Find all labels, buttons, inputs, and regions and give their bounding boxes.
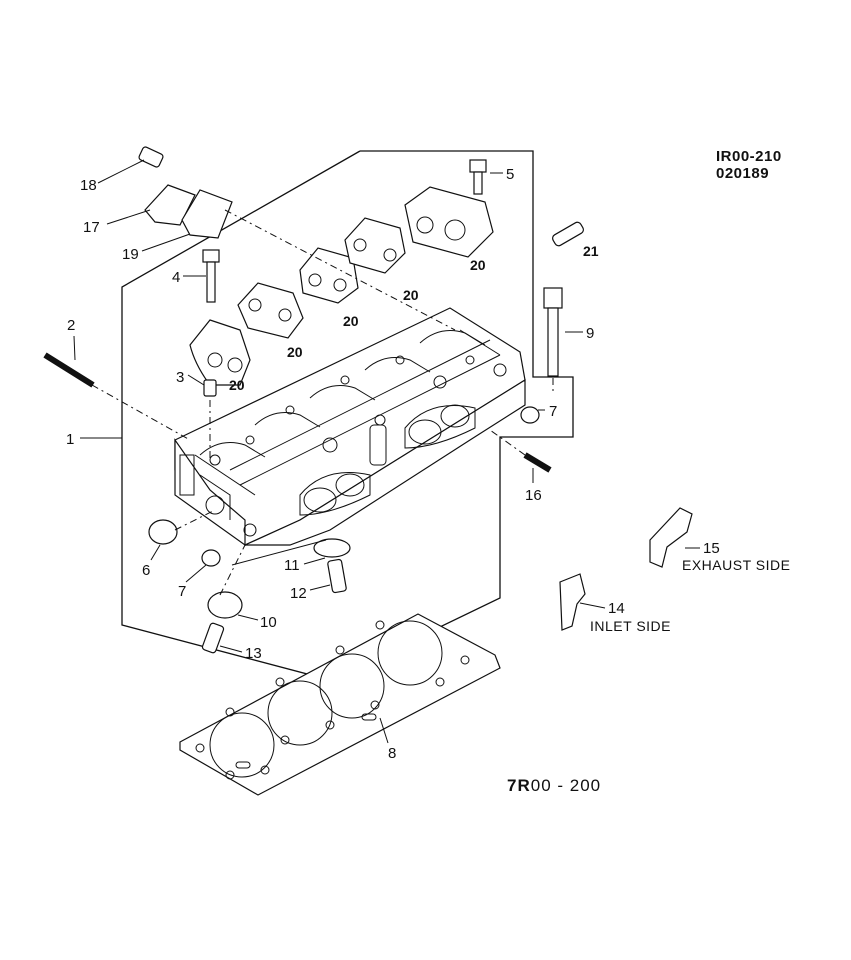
- callout-20-c: 20: [343, 313, 359, 329]
- callout-12: 12: [290, 585, 307, 602]
- figure-code: 7R00 - 200: [507, 776, 601, 795]
- seal-6: [148, 519, 178, 545]
- bracket-15: [649, 507, 693, 568]
- callout-9: 9: [586, 325, 594, 342]
- callout-11: 11: [284, 557, 300, 574]
- figure-code-rest: 00 - 200: [531, 776, 601, 795]
- dowel-3: [203, 379, 217, 397]
- cylinder-head: [174, 307, 526, 547]
- exhaust-side-label: EXHAUST SIDE: [682, 557, 790, 573]
- callout-10: 10: [260, 614, 277, 631]
- washer-11: [313, 538, 351, 558]
- callout-18: 18: [80, 177, 97, 194]
- callout-16: 16: [525, 487, 542, 504]
- ref-code: IR00-210: [716, 148, 782, 165]
- figure-code-bold: 7R: [507, 776, 531, 795]
- callout-15: 15: [703, 540, 720, 557]
- assembly-frame: [121, 150, 574, 681]
- stud-16: [523, 452, 552, 473]
- inlet-side-label: INLET SIDE: [590, 618, 671, 634]
- callout-5: 5: [506, 166, 514, 183]
- gasket-19: [181, 189, 233, 239]
- callout-20-b: 20: [287, 344, 303, 360]
- head-gasket: [179, 613, 501, 796]
- callout-6: 6: [142, 562, 150, 579]
- callout-3: 3: [176, 369, 184, 386]
- callout-7-lower: 7: [178, 583, 186, 600]
- callout-21: 21: [583, 243, 599, 259]
- bracket-14: [559, 573, 586, 631]
- plug-7-right: [520, 406, 540, 424]
- callout-13: 13: [245, 645, 262, 662]
- callout-7-right: 7: [549, 403, 557, 420]
- bolt-5: [469, 159, 487, 195]
- guide-13: [201, 622, 225, 654]
- stud-2: [43, 352, 95, 388]
- callout-4: 4: [172, 269, 180, 286]
- ref-date: 020189: [716, 165, 769, 182]
- callout-20-e: 20: [470, 257, 486, 273]
- sensor-21: [552, 221, 584, 247]
- callout-20-a: 20: [229, 377, 245, 393]
- callout-8: 8: [388, 745, 396, 762]
- callout-14: 14: [608, 600, 625, 617]
- callout-1: 1: [66, 431, 74, 448]
- callout-2: 2: [67, 317, 75, 334]
- seal-10: [207, 591, 243, 619]
- callout-19: 19: [122, 246, 139, 263]
- plug-7-lower: [201, 549, 221, 567]
- callout-20-d: 20: [403, 287, 419, 303]
- callout-17: 17: [83, 219, 100, 236]
- bolt-18: [138, 146, 164, 168]
- head-bolt-9: [543, 287, 563, 377]
- bolt-4: [202, 249, 220, 303]
- lifter-12: [327, 558, 347, 594]
